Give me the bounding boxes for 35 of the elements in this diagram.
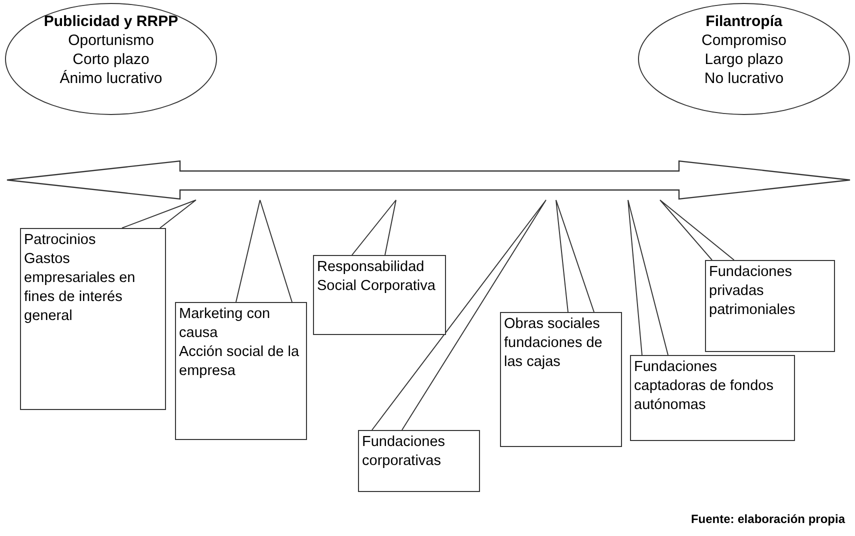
callout-box bbox=[500, 312, 622, 447]
double-arrow bbox=[6, 160, 851, 200]
ellipse-node bbox=[638, 3, 850, 115]
label-text: Largo plazo bbox=[704, 50, 784, 69]
callout-pointer bbox=[122, 200, 196, 228]
label-text: Fundaciones corporativas bbox=[362, 433, 446, 471]
label-text: Fundaciones privadas patrimoniales bbox=[709, 263, 796, 320]
ellipse-node bbox=[5, 3, 217, 115]
label-text: Gastos empresariales en fines de interés general bbox=[24, 250, 136, 326]
label-text: No lucrativo bbox=[703, 69, 785, 88]
label-text: Fundaciones captadoras de fondos autónomas bbox=[634, 358, 774, 415]
callout-box bbox=[175, 302, 307, 440]
label-text: Compromiso bbox=[700, 31, 788, 50]
label-text: Responsabilidad Social Corporativa bbox=[317, 258, 436, 296]
callout-pointer bbox=[372, 200, 546, 430]
label-text: Ánimo lucrativo bbox=[58, 69, 164, 88]
caption: Fuente: elaboración propia bbox=[690, 512, 845, 526]
callout-box bbox=[630, 355, 795, 441]
callout-pointer bbox=[628, 200, 668, 356]
label-text: Obras sociales fundaciones de las cajas bbox=[504, 315, 604, 372]
callout-box bbox=[358, 430, 480, 492]
heading: Filantropía bbox=[704, 12, 784, 31]
callout-pointer bbox=[556, 200, 594, 312]
callout-pointer bbox=[236, 200, 292, 302]
label-text: Oportunismo bbox=[67, 31, 155, 50]
callout-box bbox=[20, 228, 166, 410]
label-text: Acción social de la empresa bbox=[179, 343, 300, 381]
callout-pointer bbox=[352, 200, 396, 256]
callout-pointer bbox=[660, 200, 734, 260]
callout-box bbox=[705, 260, 835, 352]
label-text: Marketing con causa bbox=[179, 305, 272, 343]
callout-box bbox=[313, 255, 446, 335]
heading: Publicidad y RRPP bbox=[42, 12, 180, 31]
label-text: Patrocinios bbox=[24, 231, 97, 250]
label-text: Corto plazo bbox=[72, 50, 150, 69]
